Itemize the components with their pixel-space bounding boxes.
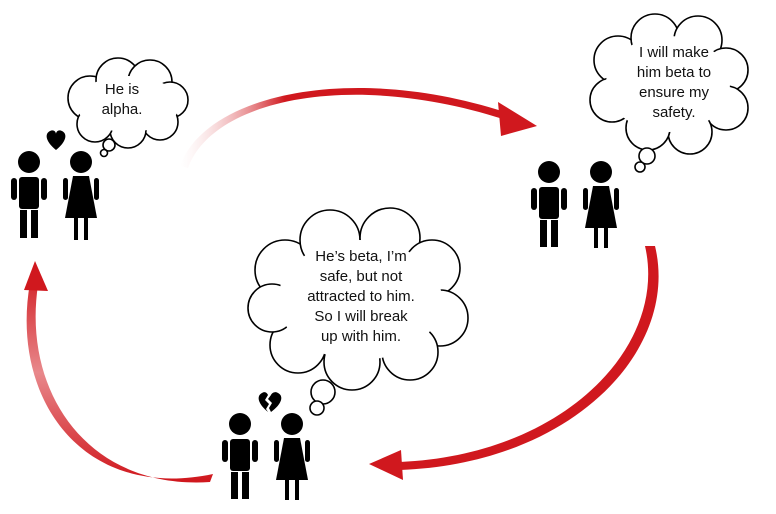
person-female-icon	[63, 151, 99, 240]
heart-icon	[46, 130, 66, 150]
thought-cloud	[247, 207, 469, 391]
person-male-icon	[531, 161, 567, 247]
couple-one	[11, 151, 99, 240]
thought-bubble-breakup	[247, 207, 469, 416]
person-female-icon	[274, 413, 310, 500]
broken-heart-icon	[258, 392, 282, 412]
thought-bubble-beta-plan	[589, 13, 749, 173]
thought-text-beta-plan: I will make him beta to ensure my safety…	[636, 44, 712, 121]
person-male-icon	[222, 413, 258, 499]
thought-cloud	[67, 57, 189, 149]
person-female-icon	[583, 161, 619, 248]
person-male-icon	[11, 151, 47, 238]
cycle-arrow-left	[24, 261, 213, 483]
thought-text-alpha: He is alpha.	[101, 81, 143, 118]
thought-cloud	[589, 13, 749, 155]
couple-three	[222, 413, 310, 500]
couple-two	[531, 161, 619, 248]
thought-bubble-alpha	[67, 57, 189, 158]
cycle-arrow-top	[180, 87, 537, 168]
cycle-arrow-right	[369, 246, 659, 480]
thought-text-breakup: He’s beta, I’m safe, but not attracted t…	[307, 248, 415, 345]
